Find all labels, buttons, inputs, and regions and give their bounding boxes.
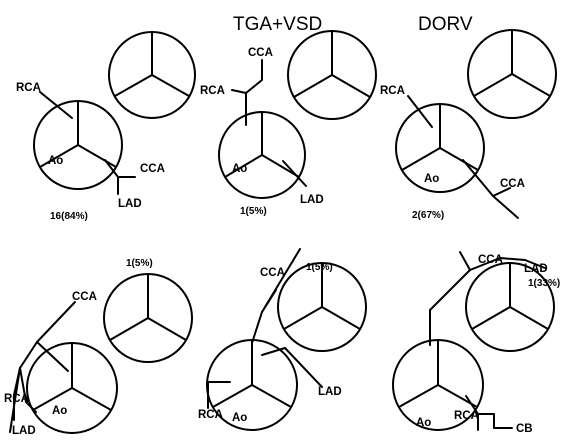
panel-5: CCA LAD RCA Ao 1(5%) (198, 248, 367, 431)
rca-course (207, 381, 231, 409)
aortic-commissures (401, 103, 479, 171)
pulmonary-artery-commissures (473, 29, 551, 97)
frequency-label: 1(5%) (306, 262, 333, 273)
panel-1: RCA Ao CCA LAD 16(84%) (16, 31, 196, 222)
lad-course (9, 367, 37, 433)
panel-6: CCA LAD 1(33%) RCA Ao CB (392, 251, 560, 435)
aortic-commissures (39, 100, 117, 168)
pulmonary-artery-commissures (471, 262, 549, 330)
label-cca: CCA (72, 291, 97, 303)
label-ao: Ao (48, 155, 63, 167)
lad-course (524, 259, 546, 269)
label-ao: Ao (416, 417, 431, 429)
label-rca: RCA (380, 85, 405, 97)
heading-tga-vsd: TGA+VSD (233, 14, 322, 35)
label-cca: CCA (248, 47, 273, 59)
label-cca: CCA (260, 267, 285, 279)
label-cca: CCA (478, 254, 503, 266)
lad-course (282, 160, 307, 187)
label-rca: RCA (200, 85, 225, 97)
frequency-label: 1(5%) (240, 206, 267, 217)
aortic-commissures (32, 342, 112, 411)
label-ao: Ao (232, 412, 247, 424)
frequency-label: 1(5%) (126, 258, 153, 269)
label-rca: RCA (16, 82, 41, 94)
panel-2: CCA RCA Ao LAD 1(5%) (200, 30, 377, 217)
label-ao: Ao (424, 173, 439, 185)
aortic-commissures (224, 111, 300, 178)
label-rca: RCA (198, 409, 223, 421)
label-lad: LAD (300, 194, 324, 206)
frequency-label: 1(33%) (528, 278, 560, 289)
heading-dorv: DORV (418, 14, 473, 35)
label-rca: RCA (4, 393, 29, 405)
pulmonary-artery-commissures (114, 31, 190, 97)
panel-4: CCA RCA Ao LAD 1(5%) (4, 258, 193, 437)
lad-course (261, 347, 323, 388)
panel-3: RCA Ao CCA 2(67%) (380, 29, 557, 221)
aortic-commissures (212, 339, 292, 408)
cca-course (19, 301, 76, 372)
rca-course (407, 95, 433, 128)
label-rca: RCA (454, 410, 479, 422)
label-cb: CB (516, 423, 533, 435)
cca-course (429, 251, 526, 346)
cca-course (251, 248, 301, 344)
pulmonary-artery-commissures (283, 262, 361, 330)
cb-course (477, 413, 513, 429)
label-cca: CCA (500, 178, 525, 190)
rca-course (39, 91, 73, 119)
label-ao: Ao (232, 163, 247, 175)
frequency-label: 16(84%) (50, 211, 88, 222)
label-lad: LAD (318, 386, 342, 398)
cca-course (231, 59, 263, 126)
label-lad: LAD (12, 425, 36, 437)
label-lad: LAD (118, 198, 142, 210)
label-lad: LAD (524, 263, 548, 275)
cca-course (462, 159, 519, 219)
pulmonary-artery-commissures (109, 273, 187, 341)
frequency-label: 2(67%) (412, 210, 444, 221)
label-cca: CCA (140, 163, 165, 175)
pulmonary-artery-commissures (293, 30, 371, 98)
label-ao: Ao (52, 405, 67, 417)
